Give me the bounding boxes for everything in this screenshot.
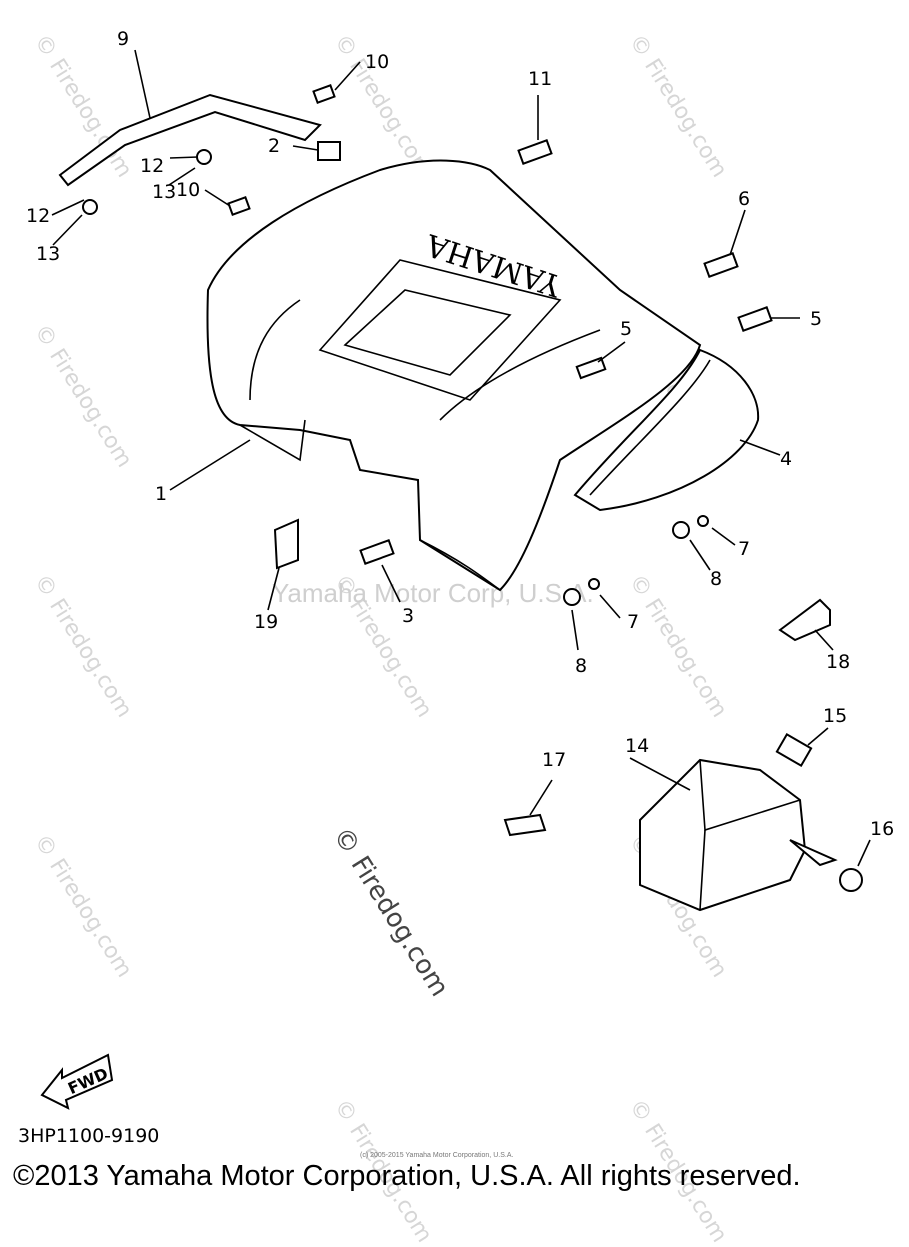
callout-2: 2: [268, 135, 280, 157]
rear-fender: YAMAHA: [206, 159, 702, 592]
callout-8: 8: [575, 655, 587, 677]
callout-9: 9: [117, 28, 129, 50]
parts-diagram: YAMAHA FWD: [26, 28, 894, 1110]
callout-8: 8: [710, 568, 722, 590]
callout-3: 3: [402, 605, 414, 627]
callout-14: 14: [625, 735, 649, 757]
drawing-code: 3HP1100-9190: [18, 1125, 160, 1147]
callout-15: 15: [823, 705, 847, 727]
callout-13: 13: [152, 181, 176, 203]
callout-17: 17: [542, 749, 566, 771]
callout-7: 7: [738, 538, 750, 560]
callout-10: 10: [365, 51, 389, 73]
callout-16: 16: [870, 818, 894, 840]
mud-flap: [58, 93, 322, 187]
callout-5: 5: [620, 318, 632, 340]
rear-garnish: [573, 348, 760, 512]
copyright-notice: ©2013 Yamaha Motor Corporation, U.S.A. A…: [13, 1160, 801, 1192]
ghost-watermark: Yamaha Motor Corp, U.S.A.: [272, 578, 594, 608]
bolts: [82, 84, 863, 892]
callout-10: 10: [176, 179, 200, 201]
callout-12: 12: [140, 155, 164, 177]
callout-13: 13: [36, 243, 60, 265]
callouts: 9 10 11 2 12 13 12 13 10 6 5 5 1 4 7 8 3…: [26, 28, 894, 840]
callout-18: 18: [826, 651, 850, 673]
leader-lines: [51, 49, 871, 867]
fwd-arrow: FWD: [40, 1053, 114, 1110]
callout-1: 1: [155, 483, 167, 505]
callout-4: 4: [780, 448, 792, 470]
callout-11: 11: [528, 68, 552, 90]
small-notice: (c) 2005-2015 Yamaha Motor Corporation, …: [360, 1152, 514, 1159]
callout-19: 19: [254, 611, 278, 633]
callout-5: 5: [810, 308, 822, 330]
tool-box: [639, 758, 838, 912]
callout-12: 12: [26, 205, 50, 227]
callout-7: 7: [627, 611, 639, 633]
callout-6: 6: [738, 188, 750, 210]
